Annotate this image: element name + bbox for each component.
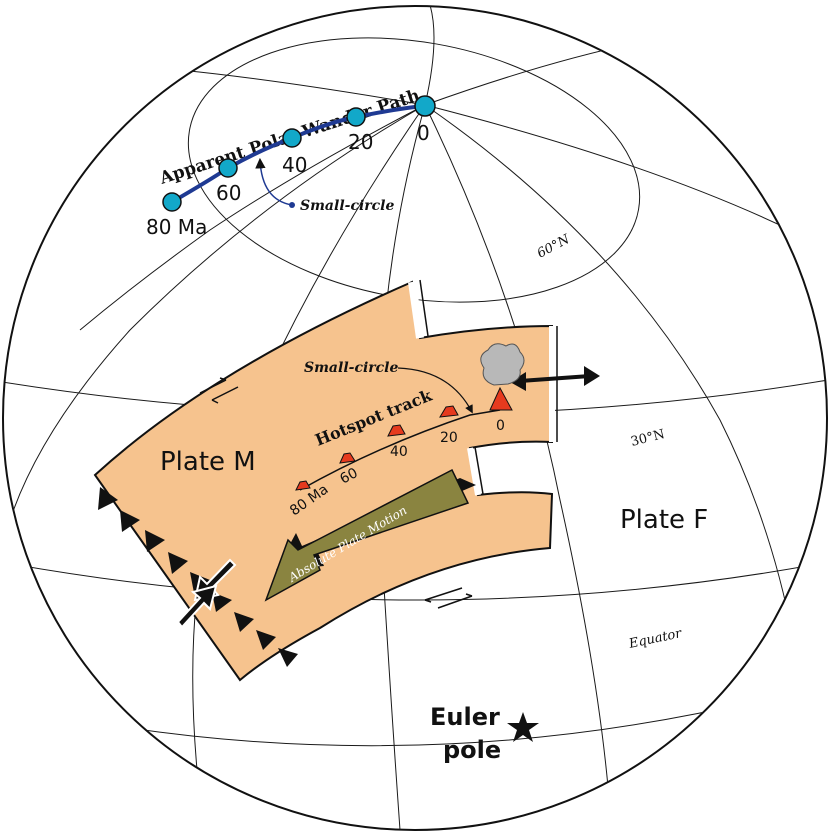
pole-age-20: 20 [348,130,373,154]
ridge-segment-lower [467,447,481,496]
plate-f-label: Plate F [620,505,708,535]
pole-20 [346,107,366,127]
volcano-60 [339,452,356,464]
volcanic-plume [480,343,525,386]
track-age-40: 40 [390,444,408,460]
euler-pole: Euler pole [430,703,539,764]
latitude-south-line [79,699,761,747]
track-age-60: 60 [337,465,360,487]
apwp-small-circle-pointer [255,157,293,206]
euler-pole-star-icon [507,712,539,742]
euler-pole-label-line2: pole [443,736,501,764]
ridge-segment-upper [408,281,424,339]
apwp-small-circle-dot [289,202,295,208]
convergence-arrows [176,558,237,629]
meridian-4 [424,104,801,681]
active-volcano-0 [489,386,513,411]
transform-arrows [199,377,473,609]
volcano-40 [387,424,406,437]
meridian-6 [424,6,435,106]
pole-60 [218,158,238,178]
pole-0 [414,95,436,117]
hotspot-small-circle-label: Small-circle [304,360,399,376]
meridian-3 [424,104,611,811]
plate-m-label: Plate M [160,447,256,477]
ridge-segment-upper-edge [419,279,429,337]
volcano-20 [439,405,459,418]
apwp-great-circle-line [79,104,426,331]
pole-age-40: 40 [282,153,307,177]
ridge-segment-lower-edge [474,446,484,495]
pole-80 [162,192,182,212]
track-age-0: 0 [496,418,505,434]
pole-age-60: 60 [216,181,241,205]
equator-line [3,559,827,601]
hotspot-track-line [299,409,501,491]
volcano-80 [295,480,311,491]
euler-pole-label-line1: Euler [430,703,500,731]
hotspot-small-circle-pointer [397,367,473,414]
meridian-8 [179,69,426,106]
meridian-5 [9,104,426,521]
pole-age-80: 80 Ma [146,215,207,239]
track-age-20: 20 [440,430,458,446]
graticule [3,6,827,830]
apwp-small-circle-label: Small-circle [300,198,395,214]
pole-40 [282,128,302,148]
spreading-arrow [510,366,600,391]
pole-age-0: 0 [417,121,430,145]
